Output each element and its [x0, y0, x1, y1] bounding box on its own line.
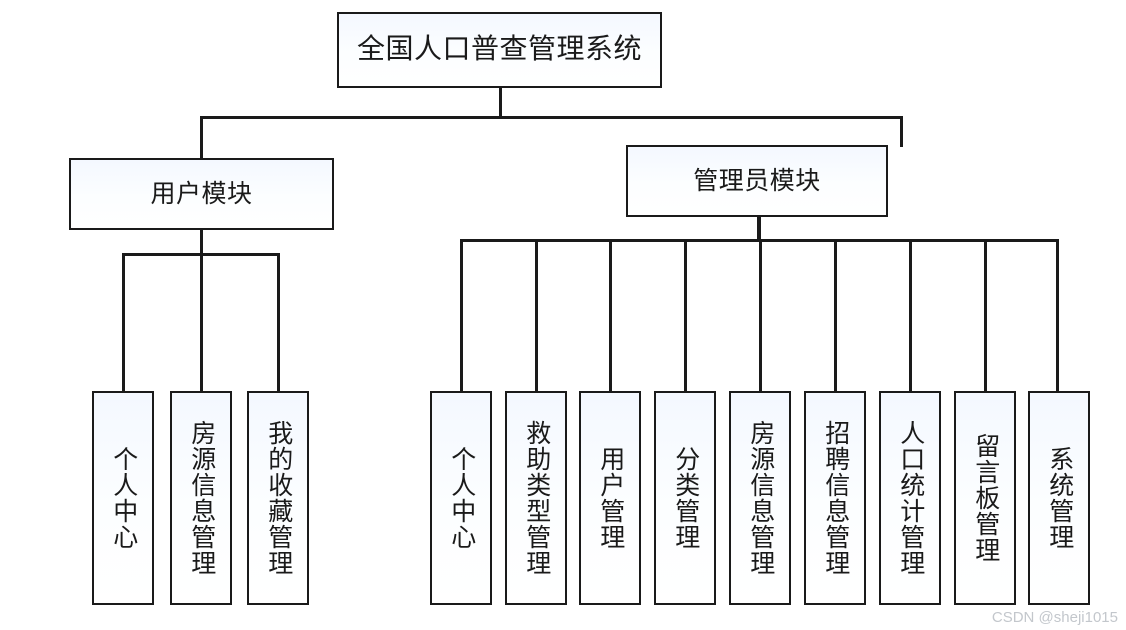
node-admin-leaf-8-label: 留言板管理: [971, 433, 999, 563]
node-user-leaf-1-label: 个人中心: [109, 446, 137, 550]
connector-admin-child-4: [684, 239, 687, 392]
connector-admin-child-9: [1056, 239, 1059, 392]
node-admin-leaf-3[interactable]: 用户管理: [579, 391, 641, 605]
node-user-leaf-3-label: 我的收藏管理: [264, 420, 292, 576]
node-admin-leaf-7-label: 人口统计管理: [896, 420, 924, 576]
node-admin-leaf-2-label: 救助类型管理: [522, 420, 550, 576]
node-admin-leaf-2[interactable]: 救助类型管理: [505, 391, 567, 605]
node-admin-leaf-5-label: 房源信息管理: [746, 420, 774, 576]
node-admin-leaf-7[interactable]: 人口统计管理: [879, 391, 941, 605]
node-root-label: 全国人口普查管理系统: [356, 33, 642, 65]
node-admin-leaf-6[interactable]: 招聘信息管理: [804, 391, 866, 605]
node-admin-leaf-3-label: 用户管理: [596, 446, 624, 550]
node-user-module-label: 用户模块: [150, 180, 253, 208]
connector-admin-child-8: [984, 239, 987, 392]
connector-admin-child-1: [460, 239, 463, 392]
node-admin-leaf-4[interactable]: 分类管理: [654, 391, 716, 605]
node-admin-leaf-8[interactable]: 留言板管理: [954, 391, 1016, 605]
connector-to-admin-module: [900, 116, 903, 147]
connector-admin-child-3: [609, 239, 612, 392]
connector-level1-bus: [200, 116, 903, 119]
node-admin-module-label: 管理员模块: [693, 167, 821, 195]
node-user-leaf-3[interactable]: 我的收藏管理: [247, 391, 309, 605]
node-admin-leaf-6-label: 招聘信息管理: [821, 420, 849, 576]
connector-admin-child-5: [759, 239, 762, 392]
node-admin-leaf-1[interactable]: 个人中心: [430, 391, 492, 605]
connector-user-child-1: [122, 253, 125, 392]
node-admin-leaf-1-label: 个人中心: [447, 446, 475, 550]
node-admin-module[interactable]: 管理员模块: [626, 145, 888, 217]
connector-root-stem: [499, 86, 502, 118]
node-admin-leaf-9-label: 系统管理: [1045, 446, 1073, 550]
connector-user-child-3: [277, 253, 280, 392]
connector-admin-child-2: [535, 239, 538, 392]
connector-user-stem: [200, 229, 203, 255]
node-user-module[interactable]: 用户模块: [69, 158, 334, 230]
node-admin-leaf-4-label: 分类管理: [671, 446, 699, 550]
node-root[interactable]: 全国人口普查管理系统: [337, 12, 662, 88]
node-admin-leaf-9[interactable]: 系统管理: [1028, 391, 1090, 605]
node-user-leaf-1[interactable]: 个人中心: [92, 391, 154, 605]
node-user-leaf-2[interactable]: 房源信息管理: [170, 391, 232, 605]
watermark: CSDN @sheji1015: [991, 609, 1118, 626]
connector-admin-stem: [757, 216, 761, 241]
connector-to-user-module: [200, 116, 203, 160]
connector-admin-child-7: [909, 239, 912, 392]
node-admin-leaf-5[interactable]: 房源信息管理: [729, 391, 791, 605]
connector-user-child-2: [200, 253, 203, 392]
node-user-leaf-2-label: 房源信息管理: [187, 420, 215, 576]
connector-admin-child-6: [834, 239, 837, 392]
